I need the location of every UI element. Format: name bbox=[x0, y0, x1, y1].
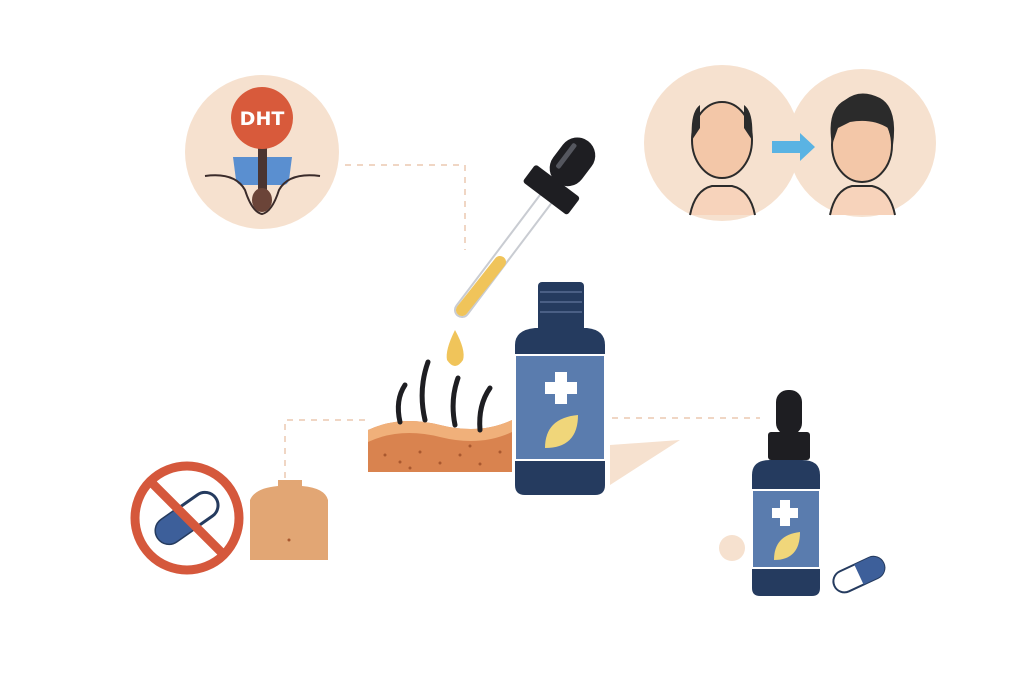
dropper-icon bbox=[446, 137, 596, 366]
full-hair-face-icon bbox=[829, 93, 896, 216]
scalp-hair-icon bbox=[368, 359, 512, 472]
decorative-shape bbox=[610, 440, 680, 485]
connector-skin-to-torso bbox=[284, 419, 365, 485]
decorative-dot bbox=[719, 535, 745, 561]
arrow-right-icon bbox=[772, 133, 815, 161]
serum-bottle-large bbox=[514, 282, 606, 495]
serum-bottle-small bbox=[751, 390, 821, 596]
no-pills-icon bbox=[130, 461, 244, 575]
dht-follicle-icon: DHT bbox=[185, 75, 339, 229]
medical-cross-icon bbox=[772, 500, 798, 526]
leaf-icon bbox=[774, 532, 800, 560]
connector-dht-to-dropper bbox=[345, 164, 466, 250]
connector-lines bbox=[284, 164, 760, 485]
balding-face-icon bbox=[689, 101, 756, 216]
oil-drop-icon bbox=[446, 330, 464, 366]
before-after-hair-icon bbox=[644, 65, 936, 221]
capsule-pill-icon bbox=[832, 555, 886, 594]
dht-label: DHT bbox=[240, 108, 285, 130]
medical-cross-icon bbox=[545, 372, 577, 404]
torso-icon bbox=[250, 480, 328, 560]
leaf-icon bbox=[545, 415, 578, 448]
